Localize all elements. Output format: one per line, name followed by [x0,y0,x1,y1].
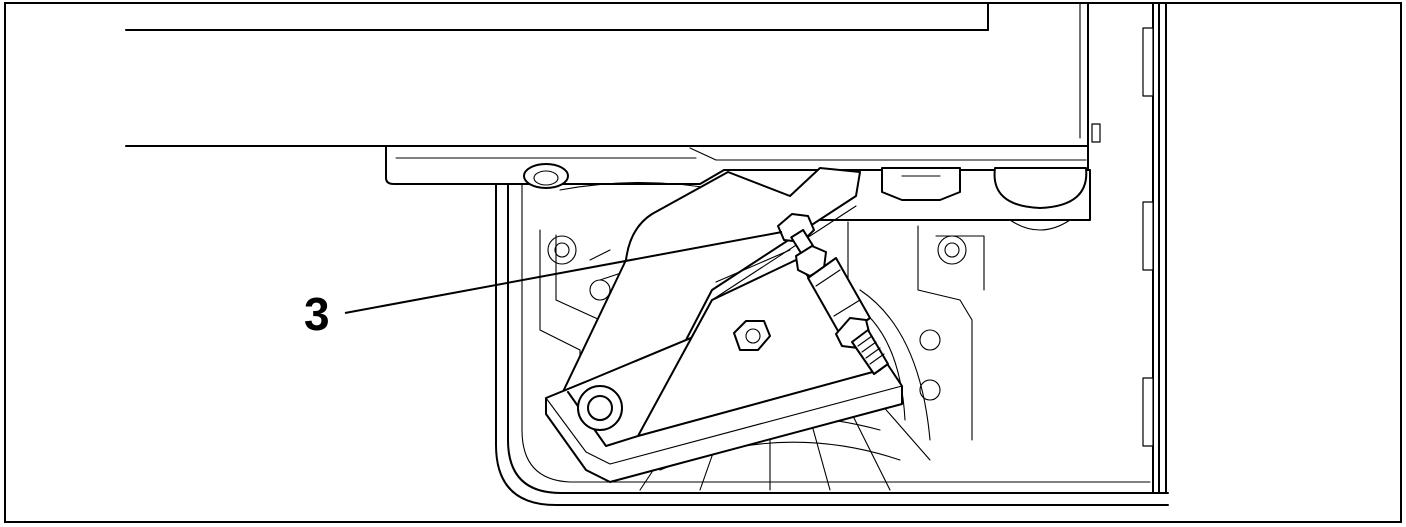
side-panel [1142,2,1167,494]
callout-3-leader [344,231,783,314]
callout-3-label: 3 [304,288,330,340]
adjusting-screw [777,213,889,375]
door-panel [125,2,1101,147]
cabinet-housing [495,149,1169,506]
figure-frame [4,2,1402,523]
mounting-rail [385,145,1091,231]
base-plate [545,259,903,483]
